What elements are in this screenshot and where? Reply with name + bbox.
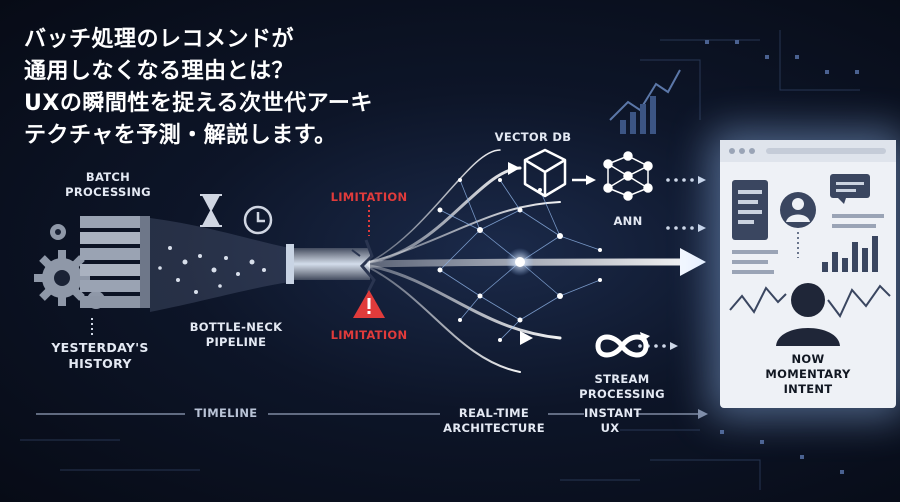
warning-icon (353, 290, 385, 318)
infinity-icon (595, 334, 649, 358)
clock-icon (243, 205, 273, 235)
headline: バッチ処理のレコメンドが 通用しなくなる理由とは？ UXの瞬間性を捉える次世代ア… (24, 24, 444, 152)
network-mesh (439, 179, 601, 341)
headline-line-4: テクチャを予測・解説します。 (24, 123, 337, 148)
user-avatar-icon (780, 192, 816, 228)
main-arrow-head (680, 248, 706, 276)
yesterdays-history-label: YESTERDAY'S HISTORY (51, 340, 149, 371)
circuit-dots (705, 40, 859, 474)
hourglass-icon (200, 194, 222, 227)
person-silhouette (776, 283, 840, 346)
timeline-label: TIMELINE (194, 406, 258, 420)
pipe-flange (286, 244, 294, 284)
bottleneck-pipeline-label: BOTTLE-NECK PIPELINE (189, 320, 283, 349)
headline-line-2: 通用しなくなる理由とは？ (24, 59, 295, 84)
chat-bubble-icon (732, 180, 768, 240)
panel-line-chart (729, 286, 787, 314)
real-time-architecture-label: REAL-TIME ARCHITECTURE (443, 406, 545, 435)
instant-ux-panel: NOW MOMENTARY INTENT (720, 140, 896, 408)
bg-line-chart (609, 69, 681, 121)
server-stack-icon (80, 216, 150, 308)
panel-graphics (720, 140, 896, 346)
bg-bar-chart (620, 96, 656, 134)
limitation-label-bottom: LIMITATION (330, 328, 408, 342)
now-momentary-intent-label: NOW MOMENTARY INTENT (765, 352, 851, 396)
window-control-dots (729, 148, 755, 154)
bar-chart-icon (822, 236, 878, 272)
instant-ux-label: INSTANT UX (584, 406, 642, 435)
dotted-arrow-ann (666, 176, 706, 184)
neural-network-icon (603, 151, 653, 201)
headline-line-1: バッチ処理のレコメンドが (24, 27, 295, 52)
crack-mark (359, 239, 376, 293)
cube-icon (523, 148, 567, 198)
network-nodes (437, 178, 602, 342)
dotted-arrow-mid (666, 224, 706, 232)
circuit-lines (20, 30, 860, 490)
batch-processing-label: BATCH PROCESSING (65, 170, 151, 199)
bottleneck-funnel (150, 218, 290, 312)
pipe-section (290, 248, 370, 280)
limitation-label-top: LIMITATION (330, 190, 408, 204)
headline-line-3: UXの瞬間性を捉える次世代アーキ (24, 91, 373, 116)
ann-label: ANN (613, 214, 643, 228)
timeline-arrow-head (698, 409, 708, 419)
vector-db-label: VECTOR DB (494, 130, 572, 144)
particle-dots (158, 246, 266, 294)
stream-processing-label: STREAM PROCESSING (579, 372, 665, 401)
